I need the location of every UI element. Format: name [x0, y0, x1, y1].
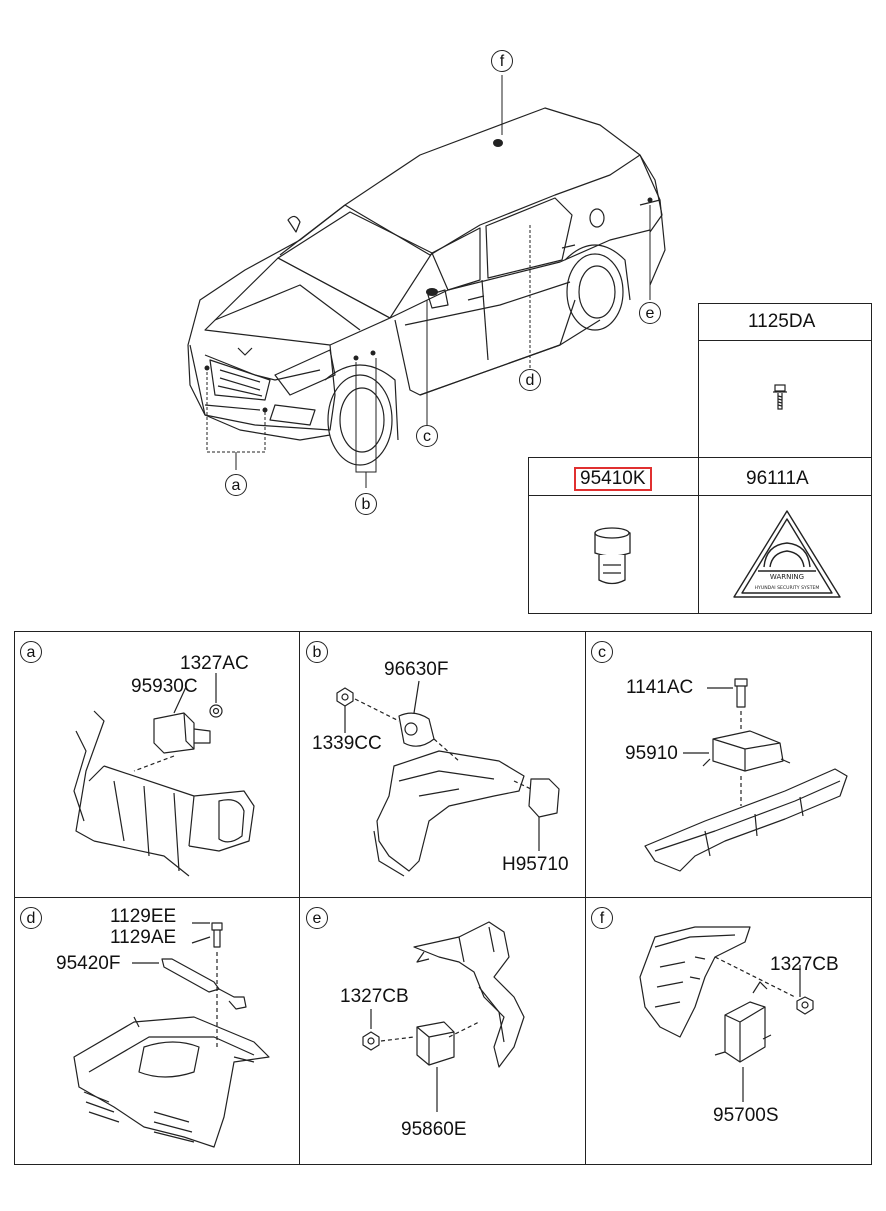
part-96111A-label[interactable]: 96111A — [746, 468, 809, 489]
callout-e[interactable]: e — [639, 302, 661, 324]
warning-label-icon: WARNING HYUNDAI SECURITY SYSTEM — [733, 510, 841, 598]
sensor-switch-icon — [594, 527, 631, 585]
bolt-icon — [773, 384, 787, 410]
parts-table-mid — [528, 457, 872, 614]
panel-f-drawing — [639, 926, 814, 1102]
panel-f-badge: f — [591, 907, 613, 929]
panel-e-badge: e — [306, 907, 328, 929]
callout-f[interactable]: f — [491, 50, 513, 72]
part-H95710-label[interactable]: H95710 — [502, 854, 569, 875]
panel-a-drawing — [73, 673, 255, 877]
panel-d-badge: d — [20, 907, 42, 929]
part-95910-label[interactable]: 95910 — [625, 743, 678, 764]
part-1125DA-label[interactable]: 1125DA — [748, 311, 816, 332]
panel-c-drawing — [644, 678, 848, 872]
warning-label-subtitle: HYUNDAI SECURITY SYSTEM — [755, 585, 820, 591]
callout-b[interactable]: b — [355, 493, 377, 515]
panel-c-badge: c — [591, 641, 613, 663]
part-95700S-label[interactable]: 95700S — [713, 1105, 779, 1126]
panel-d-drawing — [73, 922, 270, 1148]
part-1129AE-label[interactable]: 1129AE — [110, 927, 177, 948]
panel-b-drawing — [336, 680, 560, 877]
part-1327CB-label-e[interactable]: 1327CB — [340, 986, 409, 1007]
panel-a-badge: a — [20, 641, 42, 663]
panel-b-badge: b — [306, 641, 328, 663]
part-95930C-label[interactable]: 95930C — [131, 676, 198, 697]
part-96630F-label[interactable]: 96630F — [384, 659, 449, 680]
part-95410K-label[interactable]: 95410K — [574, 467, 652, 491]
part-1141AC-label[interactable]: 1141AC — [626, 677, 694, 698]
panel-e-drawing — [362, 921, 525, 1112]
part-1327CB-label-f[interactable]: 1327CB — [770, 954, 839, 975]
callout-d[interactable]: d — [519, 369, 541, 391]
detail-panel-grid — [14, 631, 872, 1165]
car-overview-drawing — [187, 75, 666, 488]
callout-a[interactable]: a — [225, 474, 247, 496]
part-1327AC-label[interactable]: 1327AC — [180, 653, 249, 674]
warning-label-title: WARNING — [770, 573, 804, 581]
part-1339CC-label[interactable]: 1339CC — [312, 733, 382, 754]
part-1129EE-label[interactable]: 1129EE — [110, 906, 177, 927]
part-95420F-label[interactable]: 95420F — [56, 953, 121, 974]
callout-c[interactable]: c — [416, 425, 438, 447]
part-95860E-label[interactable]: 95860E — [401, 1119, 467, 1140]
